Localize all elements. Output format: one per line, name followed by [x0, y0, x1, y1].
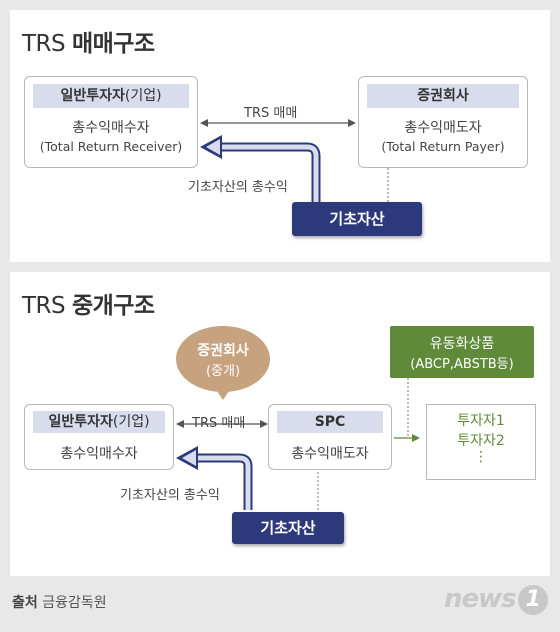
receiver-node: 일반투자자(기업) 총수익매수자 [24, 404, 174, 470]
bubble-line2: (중개) [205, 364, 241, 379]
asset-box: 기초자산 [292, 202, 422, 236]
arrow-head-left [176, 420, 184, 428]
logo-text: news [444, 584, 517, 614]
payer-line1: 총수익매도자 [404, 120, 482, 136]
receiver-tag-bold: 일반투자자 [60, 88, 125, 104]
receiver-tag-light: (기업) [112, 414, 150, 430]
payer-line2: (Total Return Payer) [381, 139, 505, 154]
securitized-product-box: 유동화상품 (ABCP,ABSTB등) [390, 326, 534, 378]
receiver-tag-light: (기업) [124, 88, 162, 104]
product-line2: (ABCP,ABSTB등) [410, 357, 514, 372]
source-label: 출처 [12, 595, 38, 611]
arrow-head-right [260, 420, 268, 428]
return-label: 기초자산의 총수익 [120, 488, 220, 503]
receiver-line1: 총수익매수자 [60, 446, 138, 462]
receiver-line2: (Total Return Receiver) [39, 139, 183, 154]
trade-structure-title: TRS 매매구조 [22, 24, 155, 58]
payer-tag: 증권회사 [367, 84, 519, 108]
title-prefix: TRS [22, 293, 66, 319]
receiver-tag: 일반투자자(기업) [33, 84, 189, 108]
receiver-node: 일반투자자(기업) 총수익매수자 (Total Return Receiver) [24, 76, 198, 168]
trade-arrow-label: TRS 매매 [244, 106, 298, 121]
arrow-head-right [348, 119, 356, 127]
brokerage-structure-panel: TRS 중개구조 증권회사 (중개) 유동화상품 (ABCP,ABSTB등) 일… [10, 272, 550, 576]
spc-node: SPC 총수익매도자 [268, 404, 392, 470]
investor-item: 투자자2 [457, 433, 505, 449]
return-arrow-head-inner [182, 450, 196, 466]
bubble-line1: 증권회사 [197, 343, 249, 359]
receiver-tag: 일반투자자(기업) [33, 411, 165, 433]
logo-number: 1 [517, 584, 548, 615]
trade-structure-panel: TRS 매매구조 일반투자자(기업) 총수익매수자 (Total Return … [10, 10, 550, 262]
title-bold: 매매구조 [71, 31, 155, 57]
return-label: 기초자산의 총수익 [188, 180, 288, 195]
spc-line1: 총수익매도자 [291, 446, 369, 462]
investor-item: ⋮ [474, 449, 488, 465]
asset-box: 기초자산 [232, 512, 344, 544]
trade-arrows [200, 119, 389, 206]
return-arrow-fill [198, 455, 251, 510]
title-prefix: TRS [22, 31, 66, 57]
arrow-head-left [200, 119, 208, 127]
return-arrow-fill [222, 144, 319, 206]
payer-node: 증권회사 총수익매도자 (Total Return Payer) [358, 76, 528, 168]
spc-investor-arrow-head [412, 434, 420, 442]
receiver-tag-bold: 일반투자자 [48, 414, 113, 430]
return-arrow-head-inner [206, 139, 220, 155]
receiver-line1: 총수익매수자 [72, 120, 150, 136]
source-credit: 출처 금융감독원 [12, 592, 107, 612]
trade-arrow-label: TRS 매매 [192, 416, 246, 431]
product-line1: 유동화상품 [429, 336, 495, 352]
source-value: 금융감독원 [42, 595, 107, 611]
spc-tag: SPC [277, 411, 383, 433]
title-bold: 중개구조 [71, 293, 155, 319]
brokerage-arrows [176, 378, 420, 510]
investors-box: 투자자1 투자자2 ⋮ [426, 404, 536, 480]
broker-bubble: 증권회사 (중개) [176, 326, 270, 392]
investor-item: 투자자1 [457, 413, 505, 429]
brokerage-structure-title: TRS 중개구조 [22, 286, 155, 320]
